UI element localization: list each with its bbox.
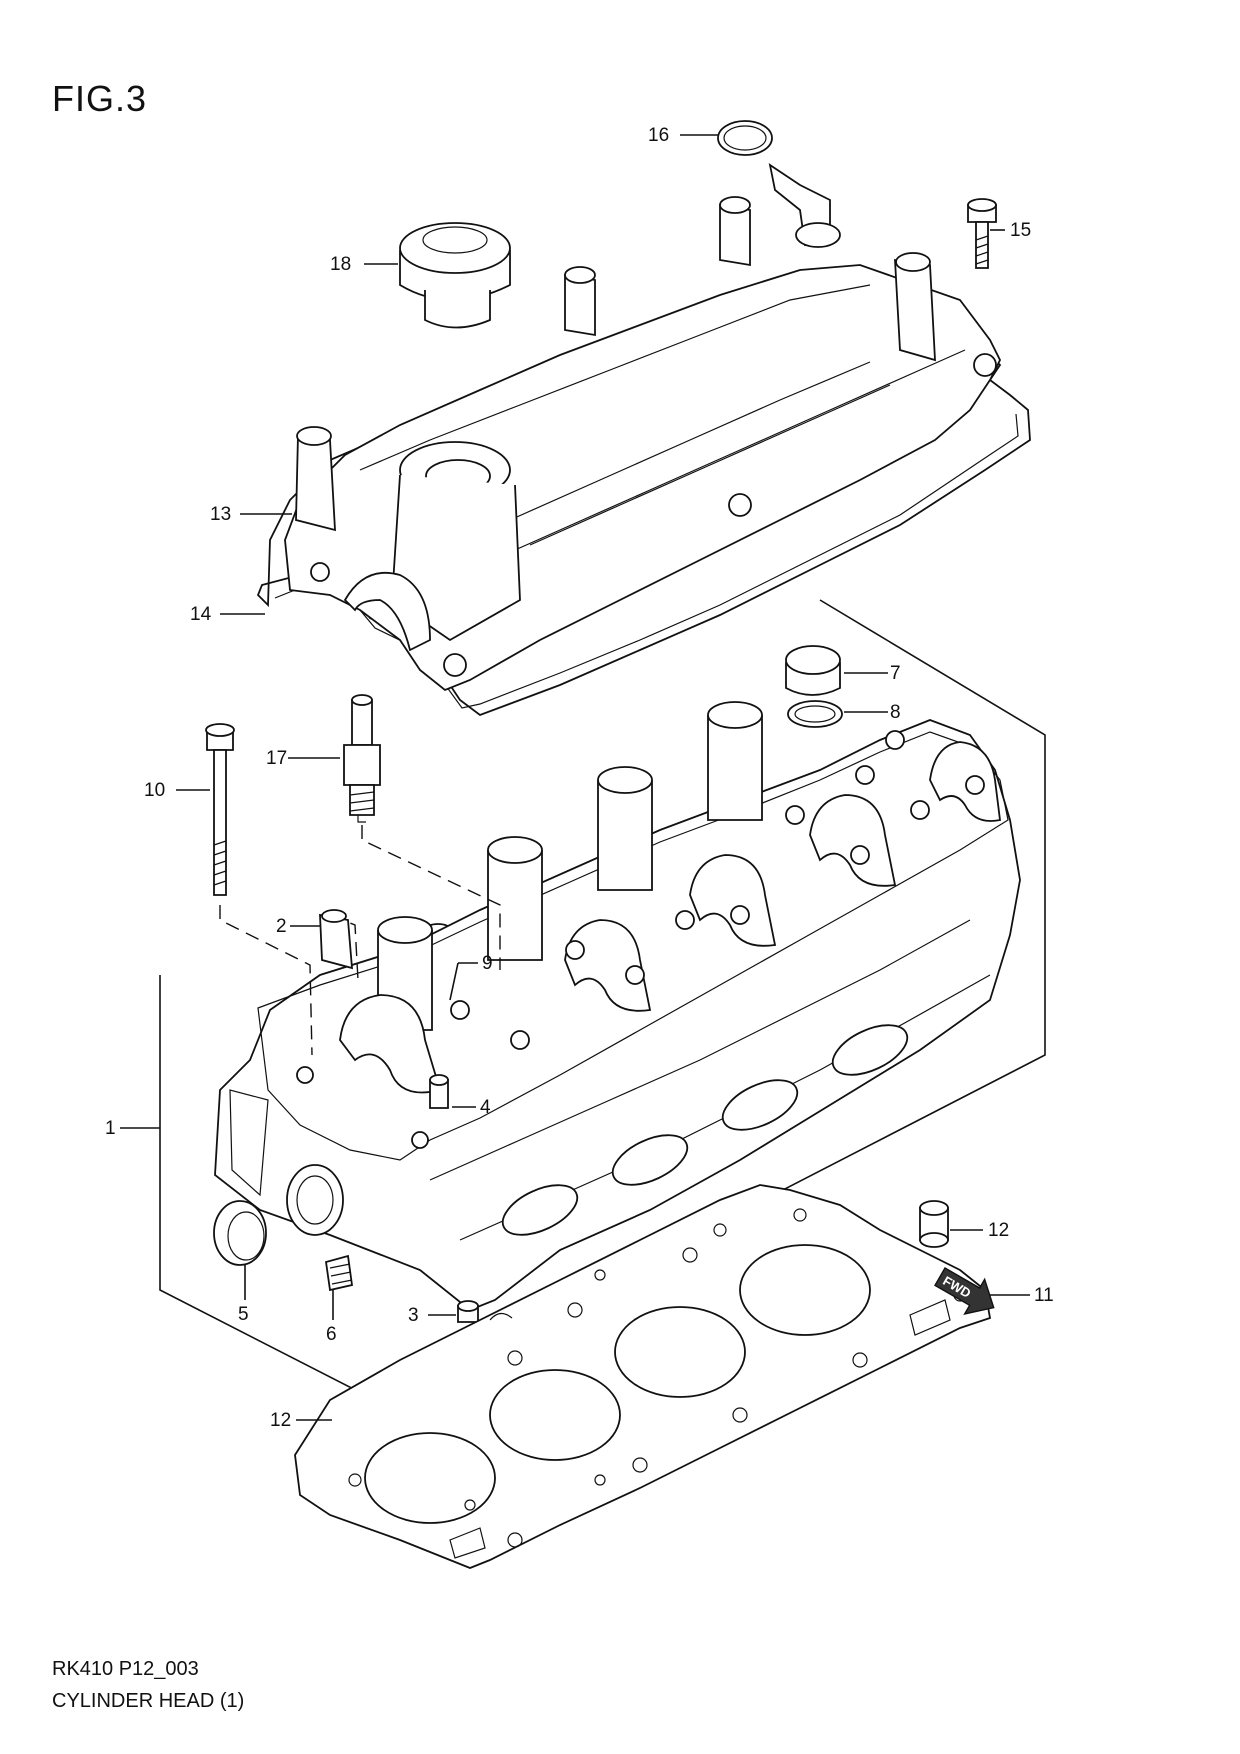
oil-filler-cap-18 bbox=[399, 222, 511, 329]
dowel-12-right bbox=[919, 1200, 949, 1248]
head-bolt-10 bbox=[205, 723, 235, 896]
plug-3 bbox=[457, 1300, 479, 1323]
seal-5 bbox=[213, 1200, 267, 1266]
o-ring-16 bbox=[717, 120, 773, 156]
leader-lines bbox=[120, 134, 1030, 1421]
callout-2: 2 bbox=[276, 916, 287, 937]
callout-1: 1 bbox=[105, 1118, 116, 1139]
callout-7: 7 bbox=[890, 663, 901, 684]
dowel-pin-4 bbox=[429, 1074, 449, 1109]
cylinder-head bbox=[214, 701, 1021, 1312]
head-gasket-11 bbox=[294, 1184, 992, 1569]
callout-4: 4 bbox=[480, 1097, 491, 1118]
callout-13: 13 bbox=[210, 504, 231, 525]
callout-14: 14 bbox=[190, 604, 212, 625]
callout-6: 6 bbox=[326, 1324, 337, 1345]
gasket-ring-8 bbox=[787, 700, 843, 728]
callout-12-right: 12 bbox=[988, 1220, 1009, 1241]
callout-3: 3 bbox=[408, 1305, 419, 1326]
figure-name: CYLINDER HEAD (1) bbox=[52, 1690, 245, 1712]
valve-guide-2 bbox=[319, 909, 354, 970]
plug-7 bbox=[785, 645, 841, 696]
callout-10: 10 bbox=[144, 780, 165, 801]
figure-title: FIG.3 bbox=[52, 78, 148, 119]
callout-18: 18 bbox=[330, 254, 351, 275]
head-cover bbox=[284, 163, 1002, 692]
plug-6 bbox=[324, 1254, 354, 1292]
callout-16: 16 bbox=[648, 125, 669, 146]
cover-bolt-15 bbox=[967, 198, 997, 269]
callout-12-left: 12 bbox=[270, 1410, 291, 1431]
callout-5: 5 bbox=[238, 1304, 249, 1325]
callout-11: 11 bbox=[1034, 1285, 1054, 1306]
callout-17: 17 bbox=[266, 748, 287, 769]
callout-15: 15 bbox=[1010, 220, 1031, 241]
callout-9: 9 bbox=[482, 953, 493, 974]
spark-plug-17 bbox=[343, 694, 381, 823]
figure-code: RK410 P12_003 bbox=[52, 1658, 199, 1680]
callout-8: 8 bbox=[890, 702, 901, 723]
